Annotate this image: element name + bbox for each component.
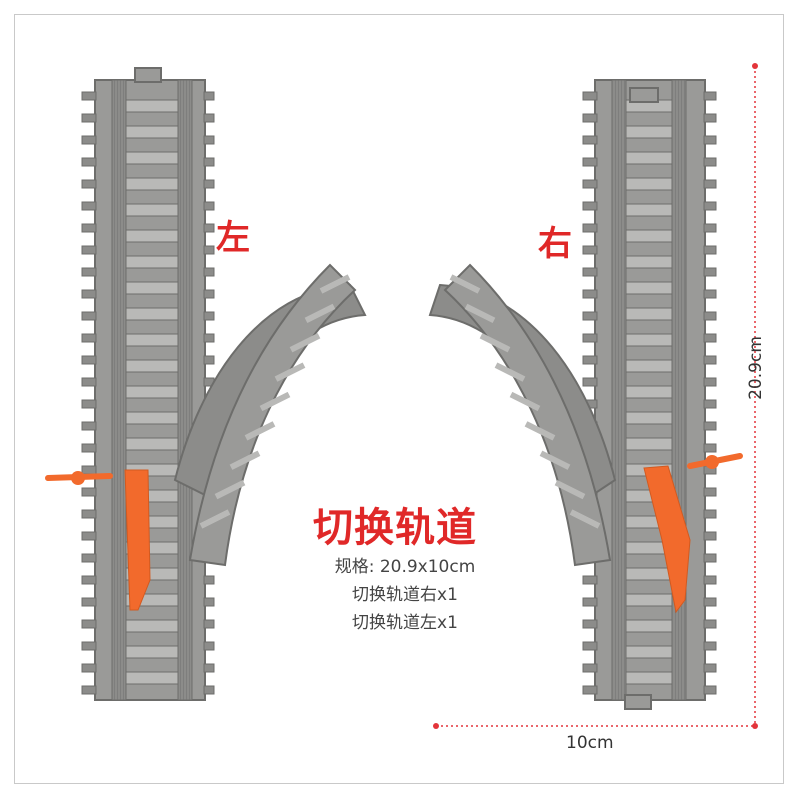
width-dimension-label: 10cm xyxy=(566,733,614,753)
spec-line-left: 切换轨道左x1 xyxy=(352,613,458,633)
left-switch-track xyxy=(45,67,367,701)
height-dimension-label: 20.9cm xyxy=(745,336,766,400)
product-title: 切换轨道 xyxy=(313,505,477,551)
height-dimension-line xyxy=(752,63,758,729)
right-rail-1 xyxy=(611,79,627,701)
left-rail-2 xyxy=(177,79,193,701)
image-frame xyxy=(14,14,784,784)
left-label: 左 xyxy=(216,218,250,258)
spec-line-right: 切换轨道右x1 xyxy=(352,585,458,605)
right-switch-track xyxy=(428,79,743,710)
right-switch-lever[interactable] xyxy=(643,453,743,614)
spec-line-size: 规格: 20.9x10cm xyxy=(334,557,476,577)
right-label: 右 xyxy=(538,224,572,264)
width-dimension-line xyxy=(433,723,755,729)
left-switch-lever[interactable] xyxy=(45,469,151,611)
left-rail-1 xyxy=(111,79,127,701)
